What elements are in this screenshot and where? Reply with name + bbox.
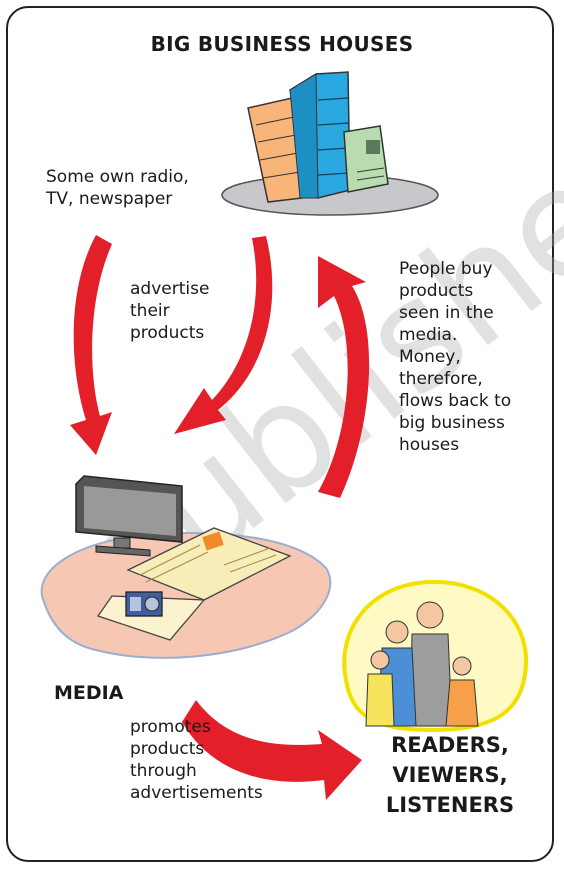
audience-label: READERS, VIEWERS, LISTENERS <box>365 730 535 820</box>
arrow-money-back-to-business <box>318 256 370 498</box>
note-line: products <box>130 739 205 759</box>
note-line: advertise <box>130 279 210 299</box>
note-promotes: promotes products through advertisements <box>130 716 263 804</box>
arrow-owners-to-media <box>70 235 112 455</box>
note-money-flow: People buy products seen in the media. M… <box>399 258 511 456</box>
diagram-title: BIG BUSINESS HOUSES <box>150 32 414 56</box>
note-own-media: Some own radio, TV, newspaper <box>46 166 189 210</box>
arrow-media-to-audience <box>182 700 362 800</box>
note-line: advertisements <box>130 783 263 803</box>
note-line: products <box>130 323 205 343</box>
note-line: houses <box>399 435 460 455</box>
note-advertise: advertise their products <box>130 278 209 344</box>
note-line: Some own radio, <box>46 167 189 187</box>
note-line: People buy <box>399 259 493 279</box>
media-label: MEDIA <box>54 682 124 704</box>
note-line: flows back to <box>399 391 512 411</box>
family-icon <box>342 579 529 733</box>
diagram-frame <box>6 6 554 862</box>
note-line: big business <box>399 413 505 433</box>
note-line: products <box>399 281 474 301</box>
note-line: TV, newspaper <box>46 189 173 209</box>
note-line: therefore, <box>399 369 483 389</box>
audience-line: READERS, <box>391 733 509 757</box>
arrow-advertise-to-media <box>174 236 273 434</box>
note-line: media. <box>399 325 458 345</box>
audience-line: LISTENERS <box>385 793 515 817</box>
buildings-icon <box>221 71 439 216</box>
note-line: Money, <box>399 347 461 367</box>
note-line: through <box>130 761 197 781</box>
media-icon <box>40 475 332 659</box>
note-line: seen in the <box>399 303 494 323</box>
note-line: their <box>130 301 170 321</box>
note-line: promotes <box>130 717 211 737</box>
audience-line: VIEWERS, <box>392 763 508 787</box>
